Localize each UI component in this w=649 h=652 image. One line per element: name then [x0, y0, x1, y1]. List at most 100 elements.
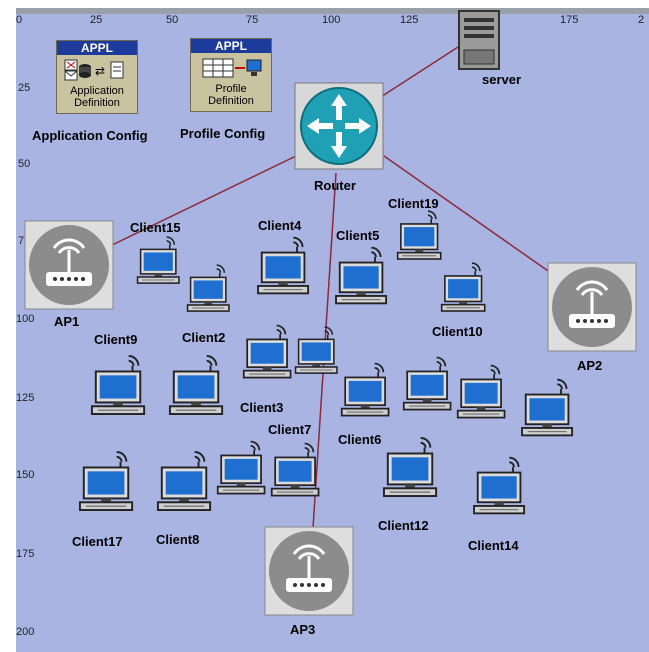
workstation-icon	[90, 355, 146, 415]
workstation-icon	[216, 440, 266, 495]
x-tick: 2	[638, 14, 645, 26]
workstation-icon	[396, 210, 442, 260]
access-point-icon	[547, 262, 637, 352]
ap3-label: AP3	[290, 622, 316, 637]
x-tick: 100	[322, 14, 341, 26]
client3-label: Client3	[240, 400, 284, 415]
workstation-icon	[242, 324, 292, 379]
client10-label: Client10	[432, 324, 483, 339]
client15-label: Client15	[130, 220, 181, 235]
client17-label: Client17	[72, 534, 123, 549]
workstation-node[interactable]	[334, 244, 390, 308]
application-definition-icon: ⇄	[63, 59, 133, 81]
workstation-node[interactable]	[136, 234, 182, 287]
ap2-node[interactable]	[547, 262, 637, 352]
workstation-node[interactable]	[396, 208, 444, 263]
x-tick: 50	[166, 14, 179, 26]
workstation-node[interactable]	[382, 434, 440, 501]
y-tick: 175	[16, 548, 35, 560]
client4-label: Client4	[258, 218, 302, 233]
workstation-node[interactable]	[472, 454, 528, 518]
client8-label: Client8	[156, 532, 200, 547]
workstation-node[interactable]	[186, 262, 232, 315]
y-tick: 200	[16, 626, 35, 638]
x-tick: 25	[90, 14, 103, 26]
workstation-icon	[456, 364, 506, 419]
workstation-icon	[168, 355, 224, 415]
appl-badge: APPL	[57, 41, 137, 55]
server-icon	[458, 10, 500, 70]
workstation-icon	[335, 246, 388, 305]
ap1-label: AP1	[54, 314, 80, 329]
workstation-node[interactable]	[402, 354, 454, 414]
y-tick: 25	[18, 82, 31, 94]
y-tick: 125	[16, 392, 35, 404]
workstation-node[interactable]	[168, 352, 226, 419]
server-label: server	[482, 72, 522, 87]
profile-definition-icon	[197, 57, 267, 78]
workstation-icon	[136, 236, 180, 284]
client7-label: Client7	[268, 422, 312, 437]
application-config-node[interactable]: APPL ⇄ Application Definition	[56, 40, 138, 114]
x-tick: 125	[400, 14, 419, 26]
client5-label: Client5	[336, 228, 380, 243]
workstation-node[interactable]	[156, 448, 214, 515]
workstation-icon	[340, 362, 390, 417]
workstation-icon	[382, 437, 438, 497]
y-tick: 7	[18, 235, 25, 247]
workstation-icon	[156, 451, 212, 511]
link-router-ap2	[383, 155, 562, 281]
server-node[interactable]	[458, 10, 500, 72]
workstation-node[interactable]	[242, 322, 294, 382]
workstation-icon	[473, 456, 526, 515]
workstation-node[interactable]	[90, 352, 148, 419]
client12-label: Client12	[378, 518, 429, 533]
y-tick: 150	[16, 469, 35, 481]
profile-config-label: Profile Config	[180, 126, 266, 141]
workstation-icon	[440, 262, 486, 312]
access-point-icon	[24, 220, 114, 310]
workstation-icon	[257, 236, 310, 295]
workstation-node[interactable]	[456, 362, 508, 422]
profile-config-node[interactable]: APPL Profile Definition	[190, 38, 272, 112]
client6-label: Client6	[338, 432, 382, 447]
workstation-icon	[270, 442, 320, 497]
workstation-icon	[521, 378, 574, 437]
client9-label: Client9	[94, 332, 138, 347]
profile-definition-title: Profile Definition	[208, 83, 254, 107]
application-definition-title: Application Definition	[70, 85, 124, 109]
client14-label: Client14	[468, 538, 519, 553]
svg-text:⇄: ⇄	[95, 64, 105, 78]
workstation-icon	[78, 451, 134, 511]
router-icon	[294, 82, 384, 170]
x-tick: 75	[246, 14, 259, 26]
workstation-node[interactable]	[294, 324, 340, 377]
top-ruler-bar	[16, 8, 649, 14]
workstation-node[interactable]	[440, 260, 488, 315]
ap1-node[interactable]	[24, 220, 114, 310]
ap2-label: AP2	[577, 358, 603, 373]
ap3-node[interactable]	[264, 526, 354, 616]
client19-label: Client19	[388, 196, 439, 211]
workstation-node[interactable]	[520, 376, 576, 440]
application-config-label: Application Config	[32, 128, 148, 143]
x-tick: 175	[560, 14, 579, 26]
y-tick: 50	[18, 158, 31, 170]
network-canvas[interactable]: 0 25 50 75 100 125 150 175 2 25 50 7 100…	[16, 8, 649, 652]
workstation-node[interactable]	[270, 440, 322, 500]
router-label: Router	[314, 178, 356, 193]
x-tick: 0	[16, 14, 23, 26]
workstation-icon	[294, 326, 338, 374]
workstation-icon	[186, 264, 230, 312]
client2-label: Client2	[182, 330, 226, 345]
workstation-node[interactable]	[340, 360, 392, 420]
appl-badge: APPL	[191, 39, 271, 53]
workstation-node[interactable]	[216, 438, 268, 498]
workstation-node[interactable]	[78, 448, 136, 515]
router-node[interactable]	[294, 82, 386, 172]
workstation-node[interactable]	[256, 234, 312, 298]
access-point-icon	[264, 526, 354, 616]
y-tick: 100	[16, 313, 35, 325]
link-router-ap1	[105, 155, 297, 249]
workstation-icon	[402, 356, 452, 411]
